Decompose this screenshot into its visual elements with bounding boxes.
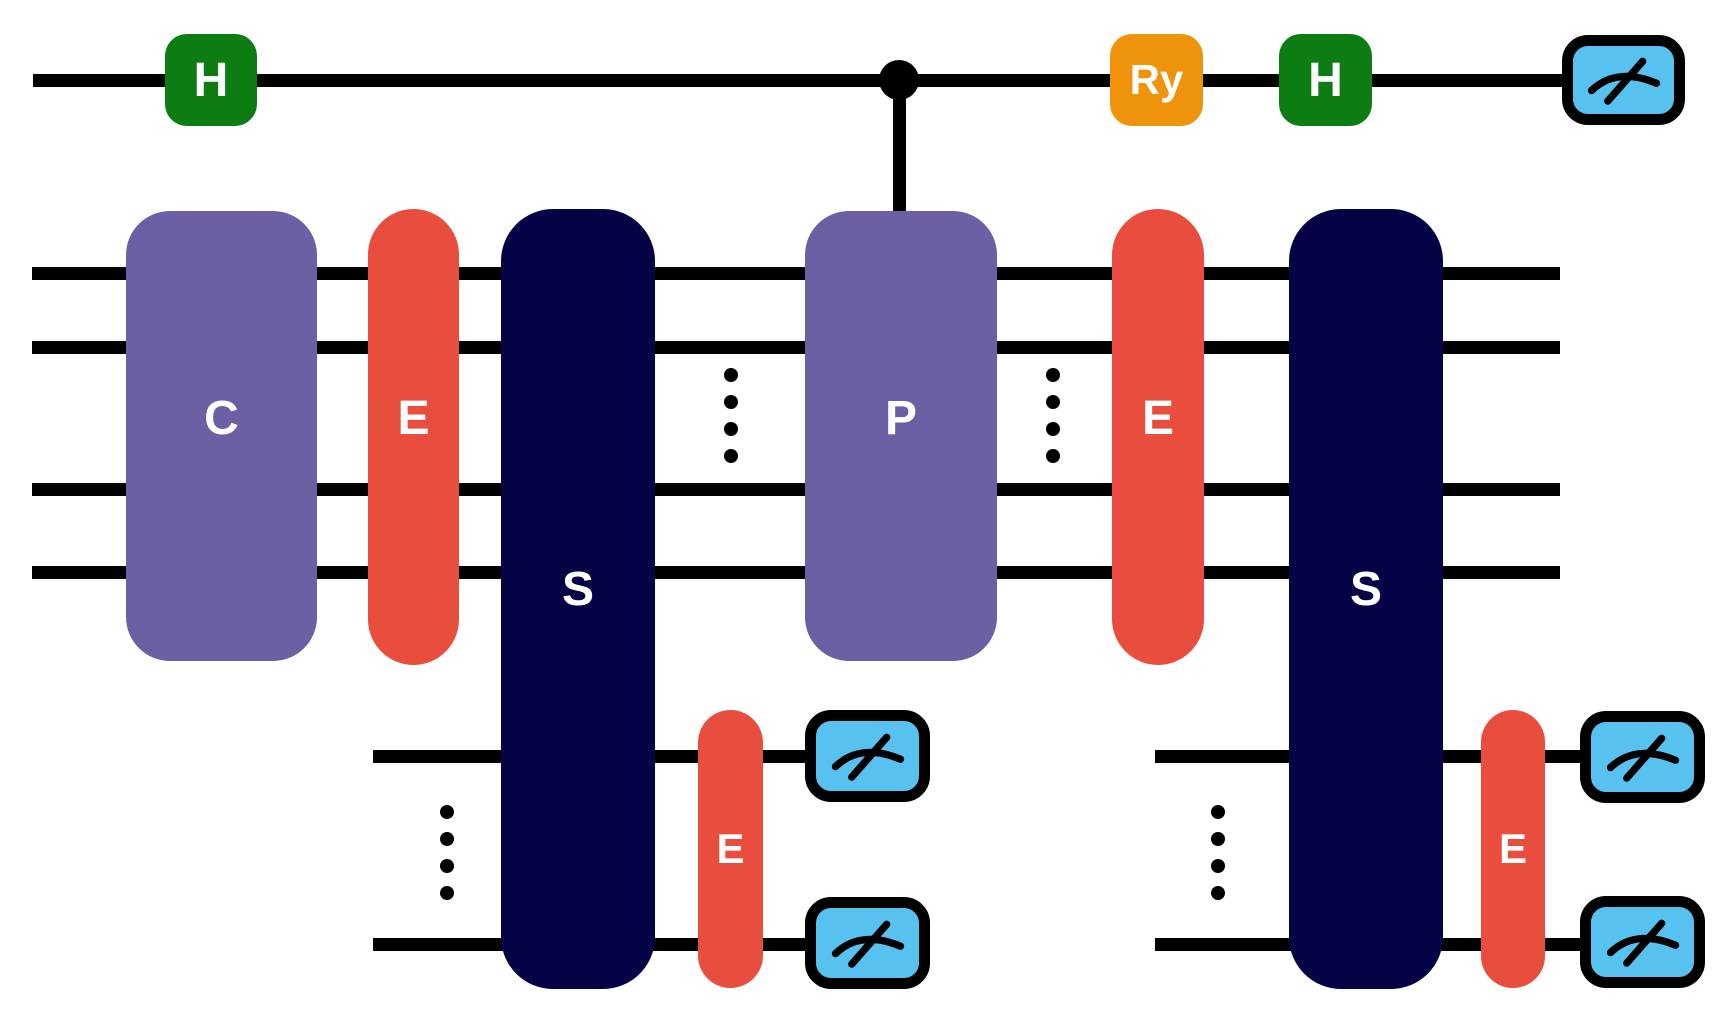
hadamard-gate-2: H xyxy=(1279,34,1372,126)
ellipsis-dot xyxy=(1046,449,1060,463)
block-p-controlled: P xyxy=(805,211,997,661)
ellipsis-dot xyxy=(724,449,738,463)
ellipsis-dot xyxy=(1211,805,1225,819)
control-dot-icon xyxy=(879,60,919,100)
ellipsis-dot xyxy=(1046,368,1060,382)
gate-label: S xyxy=(1349,563,1382,616)
gate-label: H xyxy=(1308,53,1343,107)
control-vertical-line xyxy=(893,80,906,213)
ellipsis-dot xyxy=(1211,832,1225,846)
ellipsis-dot xyxy=(724,368,738,382)
block-e-2: E xyxy=(1112,209,1204,665)
gate-label: E xyxy=(716,825,745,872)
ry-rotation-gate: Ry xyxy=(1110,34,1203,126)
meter-gauge-icon xyxy=(1606,919,1679,967)
ellipsis-dot xyxy=(1211,859,1225,873)
vertical-ellipsis-dots xyxy=(1046,368,1060,463)
ellipsis-dot xyxy=(440,886,454,900)
ellipsis-dot xyxy=(440,859,454,873)
ellipsis-dot xyxy=(440,832,454,846)
ellipsis-dot xyxy=(724,422,738,436)
gate-label: P xyxy=(884,392,917,445)
meter-gauge-icon xyxy=(1606,734,1679,782)
meter-gauge-icon xyxy=(1587,57,1660,105)
meter-gauge-icon xyxy=(831,733,904,781)
vertical-ellipsis-dots xyxy=(1211,805,1225,900)
measurement-box-left-2 xyxy=(805,897,930,989)
ellipsis-dot xyxy=(724,395,738,409)
ellipsis-dot xyxy=(1211,886,1225,900)
gate-label: C xyxy=(204,392,239,445)
vertical-ellipsis-dots xyxy=(724,368,738,463)
gate-label: E xyxy=(1141,392,1174,445)
measurement-box-right-1 xyxy=(1580,711,1705,803)
vertical-ellipsis-dots xyxy=(440,805,454,900)
block-e-4: E xyxy=(1481,710,1545,988)
block-e-3: E xyxy=(698,710,763,988)
measurement-box-right-2 xyxy=(1580,896,1705,988)
block-e-1: E xyxy=(368,209,459,665)
block-s-2: S xyxy=(1289,209,1443,989)
ellipsis-dot xyxy=(1046,422,1060,436)
block-c: C xyxy=(126,211,317,661)
hadamard-gate-1: H xyxy=(165,34,257,126)
measurement-box-ancilla xyxy=(1562,35,1685,125)
gate-label: E xyxy=(397,392,430,445)
ellipsis-dot xyxy=(440,805,454,819)
measurement-box-left-1 xyxy=(805,710,930,802)
gate-label: Ry xyxy=(1129,56,1184,103)
gate-label: E xyxy=(1498,825,1527,872)
ellipsis-dot xyxy=(1046,395,1060,409)
meter-gauge-icon xyxy=(831,920,904,968)
gate-label: H xyxy=(193,53,229,107)
gate-label: S xyxy=(561,563,594,616)
block-s-1: S xyxy=(501,209,655,989)
